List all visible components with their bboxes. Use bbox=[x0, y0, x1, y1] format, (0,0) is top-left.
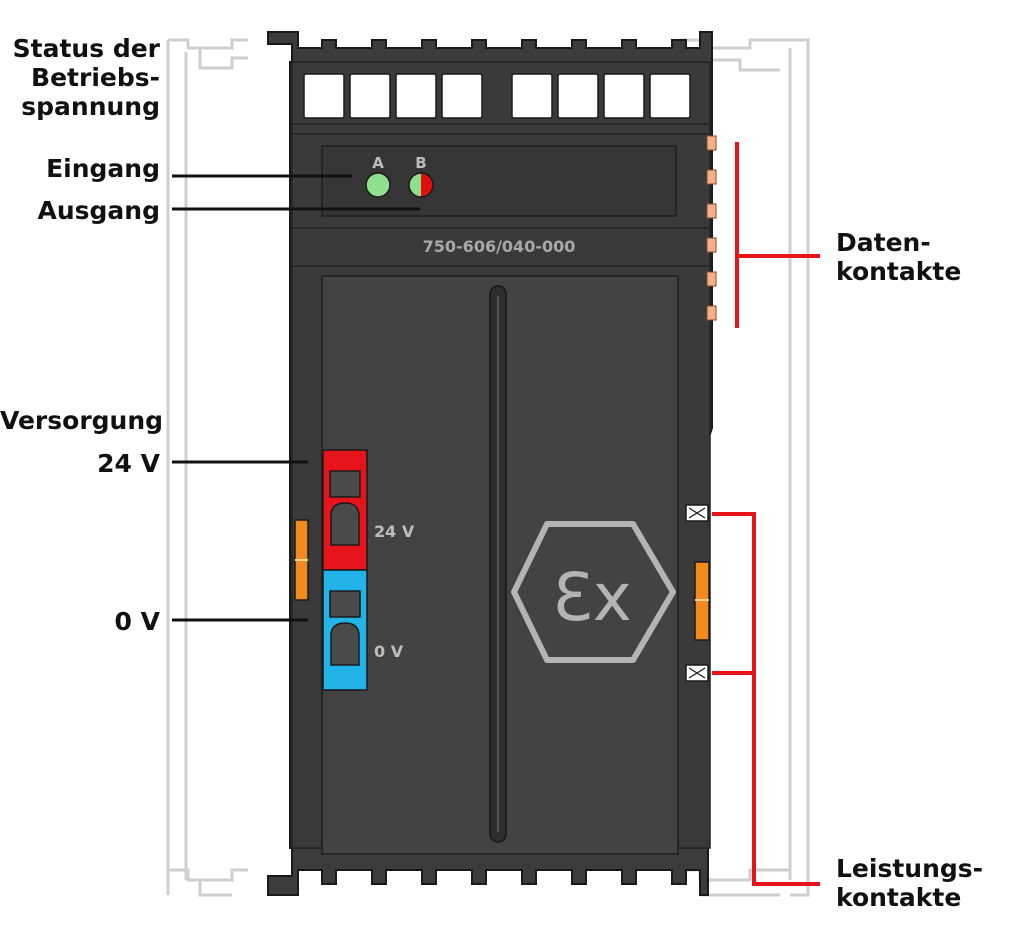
data-contact bbox=[706, 271, 717, 287]
top-opening bbox=[511, 73, 553, 119]
power-jumper-left bbox=[294, 519, 309, 601]
led-b bbox=[408, 172, 434, 198]
data-contacts bbox=[706, 135, 717, 321]
ex-mark: Ɛx bbox=[552, 559, 632, 636]
top-opening bbox=[395, 73, 437, 119]
power-contacts bbox=[685, 504, 710, 682]
top-opening bbox=[649, 73, 691, 119]
ausgang-label: Ausgang bbox=[37, 196, 161, 225]
data-contact bbox=[706, 237, 717, 253]
data-contact bbox=[706, 203, 717, 219]
eingang-label: Eingang bbox=[46, 154, 160, 183]
v24-label: 24 V bbox=[97, 449, 160, 478]
status-label-line2: Betriebs- bbox=[31, 63, 160, 92]
top-openings bbox=[303, 73, 691, 119]
v0-label: 0 V bbox=[114, 607, 160, 636]
leader-lines bbox=[172, 174, 420, 622]
top-opening bbox=[303, 73, 345, 119]
center-slot bbox=[489, 285, 507, 843]
leistung-label-line1: Leistungs- bbox=[836, 854, 984, 883]
top-opening bbox=[349, 73, 391, 119]
top-opening bbox=[557, 73, 599, 119]
daten-label-line1: Daten- bbox=[836, 228, 931, 257]
status-label-line1: Status der bbox=[12, 34, 160, 63]
data-contact bbox=[706, 305, 717, 321]
terminal-24v bbox=[322, 449, 368, 571]
led-b-label: B bbox=[415, 154, 426, 172]
top-opening bbox=[441, 73, 483, 119]
daten-label: Daten- kontakte bbox=[836, 228, 1016, 286]
leistung-label: Leistungs- kontakte bbox=[836, 854, 1016, 912]
status-label-line3: spannung bbox=[21, 92, 160, 121]
article-number: 750-606/040-000 bbox=[423, 237, 576, 256]
ex-hexagon-icon: Ɛx bbox=[511, 521, 676, 663]
terminal-0v bbox=[322, 569, 368, 691]
data-contact bbox=[706, 135, 717, 151]
terminal-0v-label: 0 V bbox=[374, 642, 404, 661]
led-a bbox=[365, 172, 391, 198]
versorgung-label: Versorgung bbox=[0, 406, 164, 435]
daten-label-line2: kontakte bbox=[836, 257, 962, 286]
led-panel: A B bbox=[321, 145, 677, 217]
data-contact bbox=[706, 169, 717, 185]
top-opening bbox=[603, 73, 645, 119]
status-label: Status der Betriebs- spannung bbox=[10, 34, 160, 121]
led-a-label: A bbox=[372, 154, 384, 172]
callout-brackets bbox=[712, 142, 820, 886]
terminal-24v-label: 24 V bbox=[374, 522, 415, 541]
power-contacts-bracket bbox=[712, 512, 820, 886]
leistung-label-line2: kontakte bbox=[836, 883, 962, 912]
